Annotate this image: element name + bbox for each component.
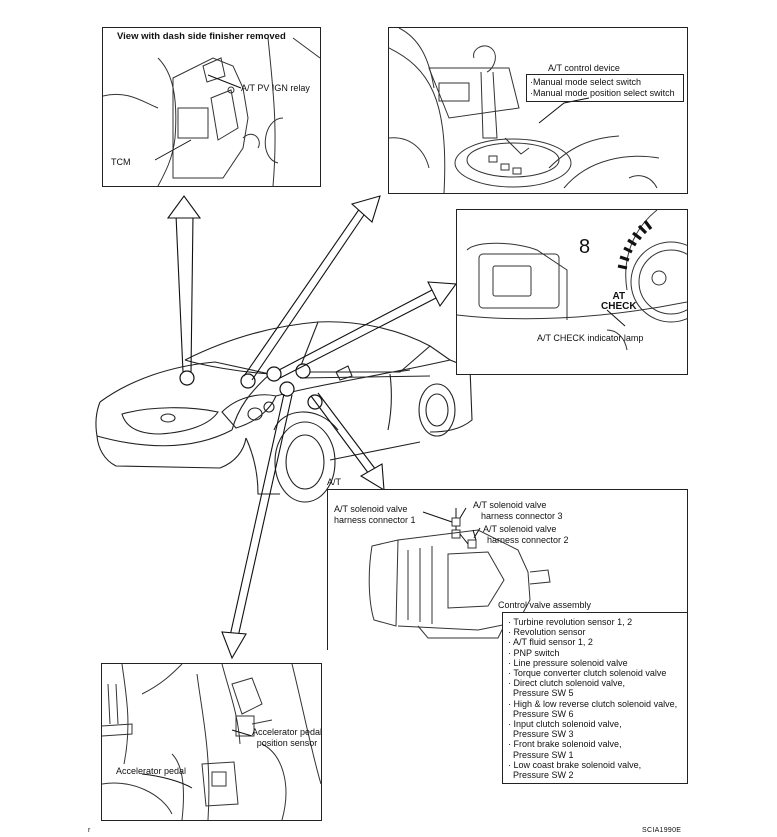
control-valve-component-text: Pressure SW 2 <box>513 770 574 780</box>
list-bullet: · <box>508 657 514 668</box>
connector1-label-line2: harness connector 1 <box>334 514 416 525</box>
control-valve-component-item: · Low coast brake solenoid valve, <box>508 760 641 770</box>
connector1-label-line1: A/T solenoid valve <box>334 504 408 514</box>
connector2-label: A/T solenoid valve harness connector 2 <box>483 524 569 545</box>
control-valve-component-text: A/T fluid sensor 1, 2 <box>513 637 593 648</box>
control-valve-component-item: · Line pressure solenoid valve <box>508 658 628 668</box>
control-valve-component-item: · Revolution sensor <box>508 627 586 637</box>
tcm-relay-label: A/T PV IGN relay <box>241 83 310 93</box>
control-valve-component-item: Pressure SW 5 <box>508 688 574 698</box>
control-device-item: ·Manual mode select switch <box>530 77 642 87</box>
control-valve-component-item: · Torque converter clutch solenoid valve <box>508 668 666 678</box>
control-valve-component-text: Torque converter clutch solenoid valve <box>513 668 667 678</box>
at-check-lamp-line2: CHECK <box>601 301 637 312</box>
control-valve-component-list: · Turbine revolution sensor 1, 2· Revolu… <box>502 612 688 784</box>
list-bullet: · <box>508 637 514 648</box>
control-device-list-box: ·Manual mode select switch ·Manual mode … <box>526 74 684 102</box>
list-bullet: · <box>508 698 514 709</box>
accelerator-pedal-label: Accelerator pedal <box>116 766 187 776</box>
list-bullet: · <box>508 719 514 729</box>
control-valve-component-text: Pressure SW 1 <box>513 749 574 760</box>
accelerator-pedal-sensor-label-line1: Accelerator pedal <box>252 727 322 737</box>
control-device-item: ·Manual mode position select switch <box>530 88 675 98</box>
control-valve-component-item: Pressure SW 3 <box>508 729 574 739</box>
list-bullet: · <box>508 617 514 627</box>
shifter-illustration <box>389 28 660 193</box>
connector3-label-line2: harness connector 3 <box>481 510 563 521</box>
control-valve-component-text: Front brake solenoid valve, <box>513 739 622 750</box>
arrow-to-tcm <box>175 214 184 373</box>
car-illustration <box>95 321 473 503</box>
tcm-label: TCM <box>111 157 131 167</box>
pedal-illustration <box>102 664 321 820</box>
control-valve-component-text: Input clutch solenoid valve, <box>513 719 622 729</box>
control-valve-component-text: Pressure SW 5 <box>513 688 574 699</box>
control-valve-component-text: Revolution sensor <box>513 627 586 638</box>
list-bullet: · <box>508 739 514 750</box>
control-valve-component-item: · Input clutch solenoid valve, <box>508 719 622 729</box>
connector1-label: A/T solenoid valve harness connector 1 <box>334 504 416 525</box>
connector3-label-line1: A/T solenoid valve <box>473 500 547 510</box>
control-valve-component-item: · High & low reverse clutch solenoid val… <box>508 699 677 709</box>
component-location-markers <box>179 363 323 410</box>
control-valve-component-item: · Turbine revolution sensor 1, 2 <box>508 617 632 627</box>
tcm-panel-title: View with dash side finisher removed <box>117 31 286 42</box>
cluster-illustration <box>457 210 687 351</box>
list-bullet: · <box>508 627 514 638</box>
at-check-lamp: AT CHECK <box>601 292 637 312</box>
leader-arrows <box>166 195 458 660</box>
tcm-illustration <box>103 37 320 186</box>
control-valve-assembly-label: Control valve assembly <box>498 600 592 610</box>
panel-tcm: View with dash side finisher removed A/T… <box>102 27 321 187</box>
gauge-number: 8 <box>579 236 591 258</box>
control-valve-component-item: Pressure SW 2 <box>508 770 574 780</box>
panel-control-device: A/T control device ·Manual mode select s… <box>388 27 688 194</box>
control-valve-component-item: · A/T fluid sensor 1, 2 <box>508 637 593 647</box>
arrow-to-at <box>310 395 370 475</box>
list-bullet: · <box>508 759 514 770</box>
arrow-to-indicator <box>278 289 433 371</box>
control-valve-component-item: Pressure SW 1 <box>508 750 574 760</box>
control-valve-component-text: Low coast brake solenoid valve, <box>513 759 642 770</box>
control-valve-component-text: Line pressure solenoid valve <box>513 657 628 668</box>
control-valve-component-item: · Direct clutch solenoid valve, <box>508 678 625 688</box>
at-panel-title: A/T <box>327 477 342 487</box>
at-check-lamp-line1: AT <box>612 291 626 302</box>
list-bullet: · <box>508 678 514 689</box>
at-check-lamp-label: A/T CHECK indicator lamp <box>537 333 644 343</box>
connector3-label: A/T solenoid valve harness connector 3 <box>473 500 563 521</box>
arrow-to-pedal <box>229 393 285 637</box>
control-device-heading: A/T control device <box>548 63 620 73</box>
list-bullet: · <box>508 647 514 658</box>
connector2-label-line1: A/T solenoid valve <box>483 524 557 534</box>
control-valve-component-text: Pressure SW 6 <box>513 708 574 719</box>
control-valve-component-text: Pressure SW 3 <box>513 729 574 740</box>
control-valve-component-text: Direct clutch solenoid valve, <box>513 678 626 689</box>
corner-mark: r <box>88 827 91 834</box>
control-valve-component-text: High & low reverse clutch solenoid valve… <box>513 698 678 709</box>
accelerator-pedal-sensor-label-line2: position sensor <box>256 737 318 748</box>
control-valve-component-text: PNP switch <box>513 647 560 658</box>
accelerator-pedal-sensor-label: Accelerator pedal position sensor <box>252 727 322 748</box>
control-valve-component-text: Turbine revolution sensor 1, 2 <box>513 617 633 627</box>
connector2-label-line2: harness connector 2 <box>487 534 569 545</box>
transmission-illustration <box>368 507 551 639</box>
arrow-to-control-device <box>243 207 361 377</box>
panel-indicator: 8 AT CHECK A/T CHECK indicator lamp <box>456 209 688 375</box>
panel-pedal: Accelerator pedal position sensor Accele… <box>101 663 322 821</box>
control-valve-component-item: · Front brake solenoid valve, <box>508 739 622 749</box>
control-valve-component-item: · PNP switch <box>508 648 559 658</box>
list-bullet: · <box>508 668 514 678</box>
figure-reference: SCIA1990E <box>642 827 682 834</box>
control-valve-component-item: Pressure SW 6 <box>508 709 574 719</box>
